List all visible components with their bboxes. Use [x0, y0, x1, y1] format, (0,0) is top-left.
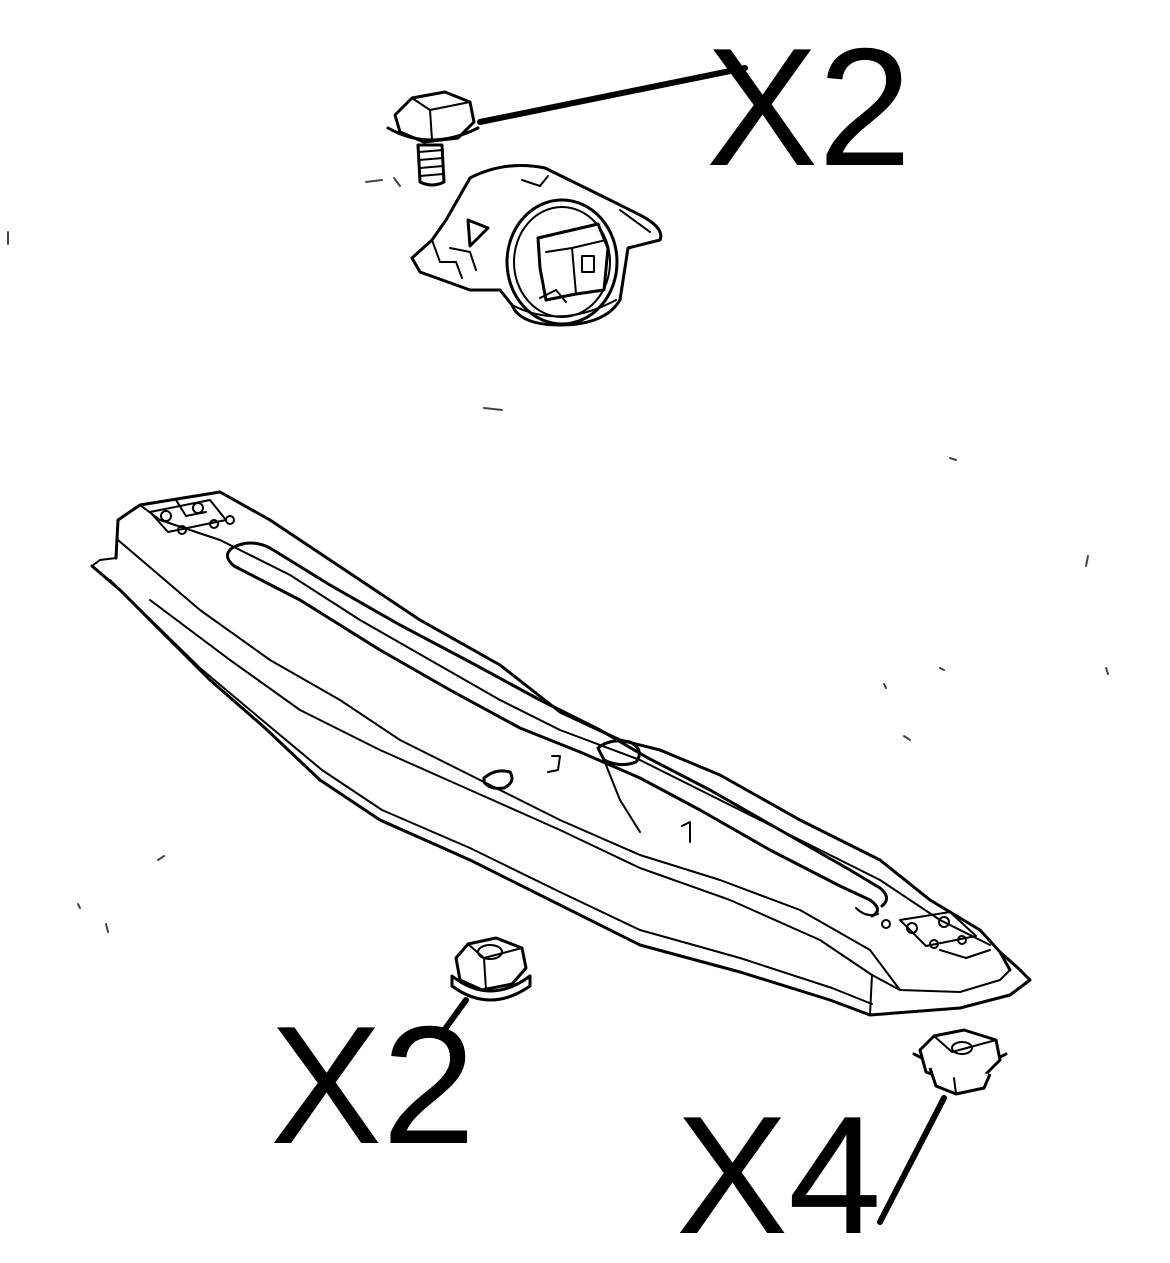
leader-line-lower-nut — [437, 997, 469, 1039]
leader-line-flange-nut — [877, 1095, 947, 1225]
crossmember — [90, 490, 1032, 1017]
flange-bolt — [386, 90, 480, 187]
leader-line-bolt — [477, 65, 748, 125]
bolt-quantity-label: X2 — [706, 13, 912, 201]
lower-nut-quantity-label: X2 — [270, 991, 476, 1179]
flange-nut — [912, 1028, 1008, 1096]
scan-specks — [7, 231, 1109, 933]
flange-nut-quantity-label: X4 — [676, 1081, 882, 1263]
hex-nut — [450, 936, 532, 1002]
mount-insulator — [365, 164, 663, 327]
